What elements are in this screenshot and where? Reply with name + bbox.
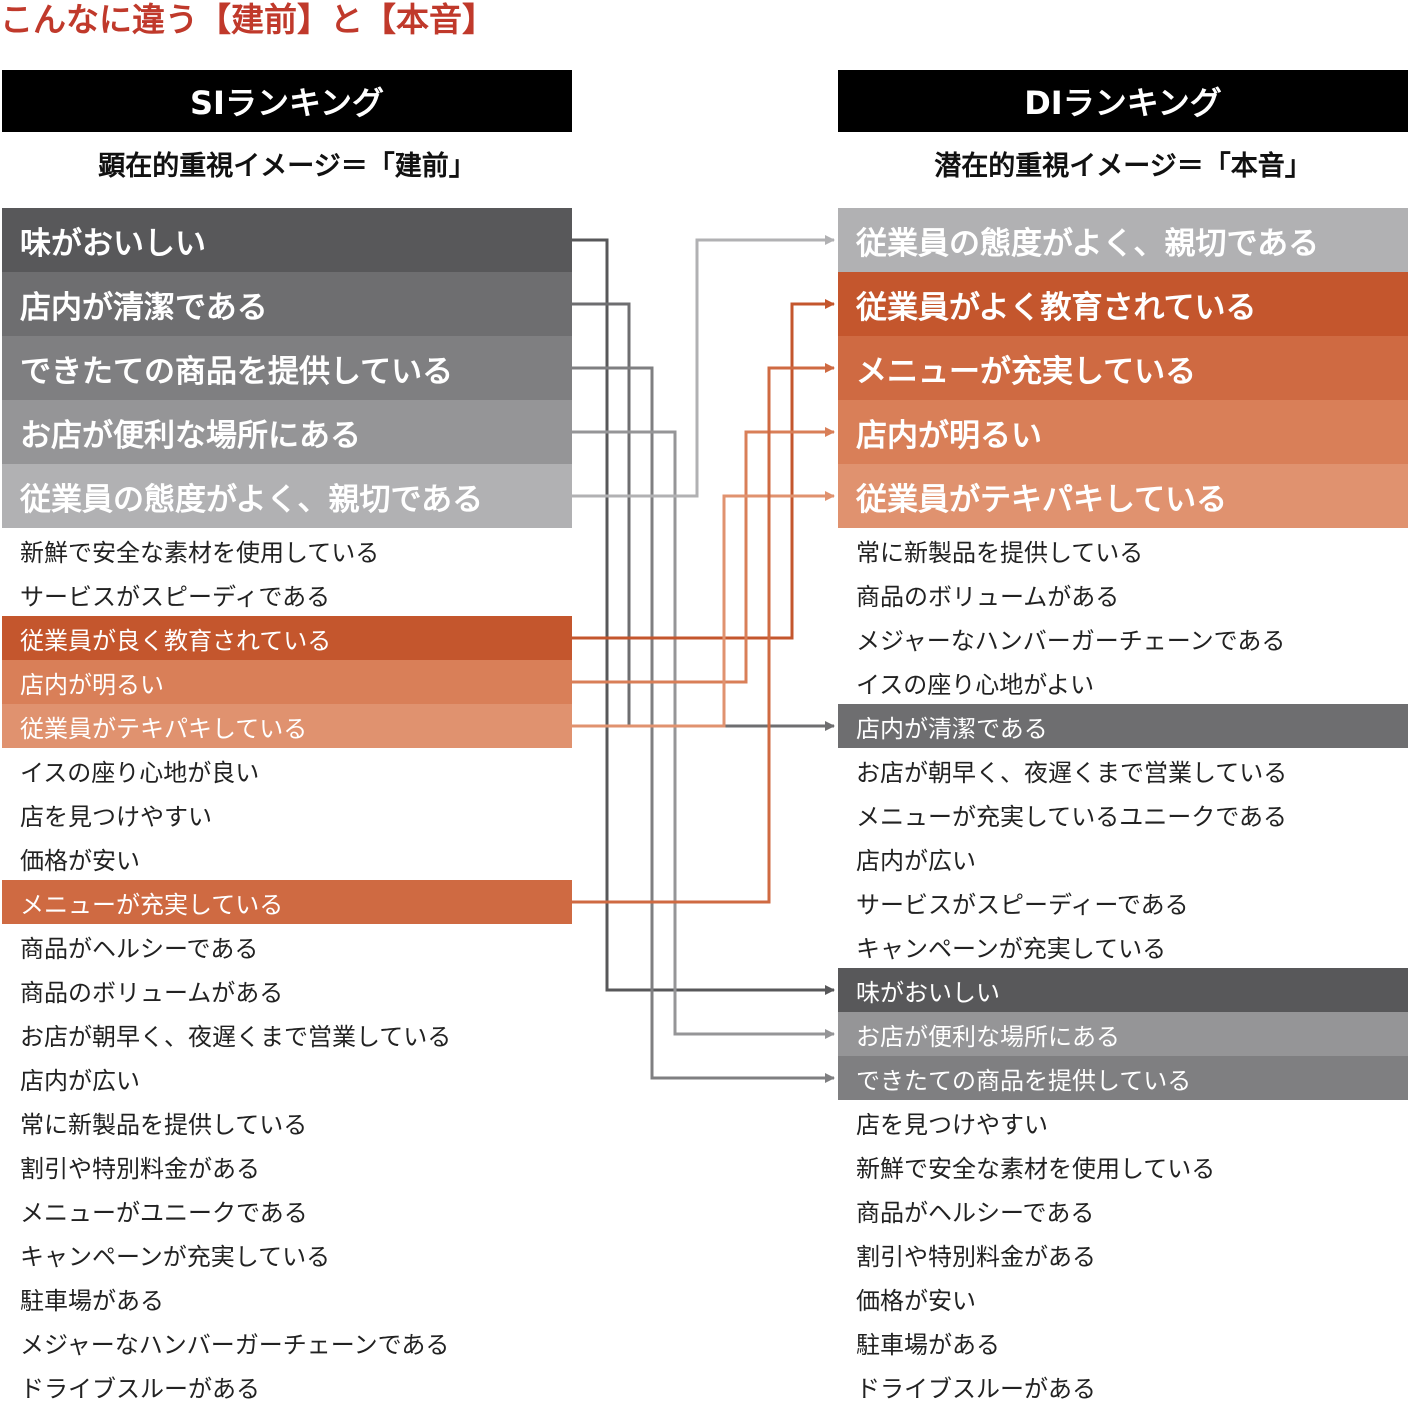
si-list-item: 常に新製品を提供している: [20, 1110, 308, 1139]
si-list-item: キャンペーンが充実している: [20, 1242, 331, 1271]
di-list-item: 店内が清潔である: [838, 704, 1408, 748]
di-list-item: 割引や特別料金がある: [856, 1242, 1096, 1271]
connector-arrow: [572, 238, 835, 995]
si-ranking-header: SIランキング: [2, 70, 572, 132]
di-top-item: メニューが充実している: [838, 336, 1408, 400]
si-top-item: お店が便利な場所にある: [2, 400, 572, 464]
si-list-item: 駐車場がある: [20, 1286, 164, 1315]
si-top-item: 味がおいしい: [2, 208, 572, 272]
di-list-item: 味がおいしい: [838, 968, 1408, 1012]
si-ranking-column: SIランキング 顕在的重視イメージ＝「建前」 味がおいしい店内が清潔であるできた…: [2, 70, 572, 1408]
di-list-item: 店内が広い: [856, 846, 976, 875]
di-ranking-header: DIランキング: [838, 70, 1408, 132]
di-top-list: 従業員の態度がよく、親切である従業員がよく教育されているメニューが充実している店…: [838, 208, 1408, 528]
si-list-item: ドライブスルーがある: [20, 1374, 260, 1403]
connector-arrow: [572, 363, 835, 904]
di-list-item: 常に新製品を提供している: [856, 538, 1144, 567]
di-list-item: 店を見つけやすい: [856, 1110, 1048, 1139]
di-list-item: 商品のボリュームがある: [856, 582, 1120, 611]
si-item-list: 新鮮で安全な素材を使用しているサービスがスピーディである従業員が良く教育されてい…: [2, 528, 572, 1408]
di-list-item: 価格が安い: [856, 1286, 976, 1315]
si-list-item: メニューがユニークである: [20, 1198, 308, 1227]
connector-arrow: [572, 299, 835, 640]
si-list-item: サービスがスピーディである: [20, 582, 331, 611]
connector-arrow: [572, 302, 835, 731]
si-ranking-subtitle: 顕在的重視イメージ＝「建前」: [98, 150, 476, 182]
di-list-item: サービスがスピーディーである: [856, 890, 1189, 919]
si-list-item: 従業員がテキパキしている: [2, 704, 572, 748]
si-list-item: 商品がヘルシーである: [20, 934, 259, 963]
si-list-item: 新鮮で安全な素材を使用している: [20, 538, 380, 567]
di-list-item: イスの座り心地がよい: [856, 670, 1095, 699]
di-top-item: 従業員の態度がよく、親切である: [838, 208, 1408, 272]
di-list-item: メジャーなハンバーガーチェーンである: [856, 626, 1286, 655]
si-list-item: イスの座り心地が良い: [20, 758, 260, 787]
connector-arrow: [572, 366, 835, 1083]
si-list-item: メジャーなハンバーガーチェーンである: [20, 1330, 450, 1359]
connector-arrow: [572, 491, 835, 728]
di-list-item: 駐車場がある: [856, 1330, 1000, 1359]
di-top-item: 従業員がよく教育されている: [838, 272, 1408, 336]
si-list-item: 店を見つけやすい: [20, 802, 212, 831]
di-list-item: メニューが充実しているユニークである: [856, 802, 1288, 831]
di-top-item: 店内が明るい: [838, 400, 1408, 464]
connector-arrow: [572, 430, 835, 1039]
di-item-list: 常に新製品を提供している商品のボリュームがあるメジャーなハンバーガーチェーンであ…: [838, 528, 1408, 1408]
si-list-item: お店が朝早く、夜遅くまで営業している: [20, 1022, 452, 1051]
si-list-item: 価格が安い: [20, 846, 140, 875]
si-top-item: 従業員の態度がよく、親切である: [2, 464, 572, 528]
di-top-item: 従業員がテキパキしている: [838, 464, 1408, 528]
di-list-item: お店が便利な場所にある: [838, 1012, 1408, 1056]
si-list-item: 割引や特別料金がある: [20, 1154, 260, 1183]
si-list-item: 従業員が良く教育されている: [2, 616, 572, 660]
di-ranking-column: DIランキング 潜在的重視イメージ＝「本音」 従業員の態度がよく、親切である従業…: [838, 70, 1408, 1408]
page-title: こんなに違う【建前】と【本音】: [0, 0, 495, 39]
si-list-item: メニューが充実している: [2, 880, 572, 924]
di-list-item: 商品がヘルシーである: [856, 1198, 1095, 1227]
si-top-list: 味がおいしい店内が清潔であるできたての商品を提供しているお店が便利な場所にある従…: [2, 208, 572, 528]
si-list-item: 商品のボリュームがある: [20, 978, 284, 1007]
di-ranking-subtitle: 潜在的重視イメージ＝「本音」: [934, 150, 1312, 182]
si-list-item: 店内が広い: [20, 1066, 140, 1095]
di-list-item: ドライブスルーがある: [856, 1374, 1096, 1403]
di-list-item: キャンペーンが充実している: [856, 934, 1167, 963]
di-list-item: 新鮮で安全な素材を使用している: [856, 1154, 1216, 1183]
si-top-item: 店内が清潔である: [2, 272, 572, 336]
di-list-item: お店が朝早く、夜遅くまで営業している: [856, 758, 1288, 787]
connector-arrow: [572, 427, 835, 684]
di-list-item: できたての商品を提供している: [838, 1056, 1408, 1100]
si-top-item: できたての商品を提供している: [2, 336, 572, 400]
si-list-item: 店内が明るい: [2, 660, 572, 704]
connector-arrow: [572, 235, 835, 498]
